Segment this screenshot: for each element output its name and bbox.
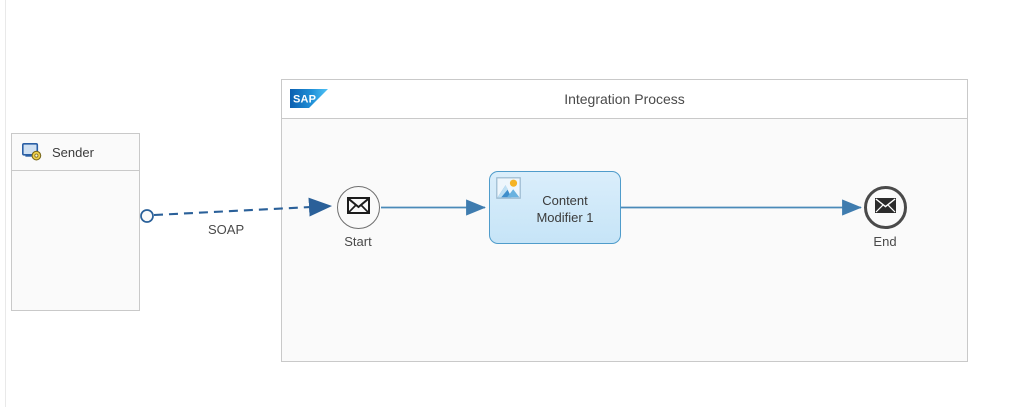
sender-body <box>12 171 139 310</box>
start-event[interactable] <box>337 186 380 229</box>
message-envelope-icon <box>347 196 370 219</box>
start-event-caption: Start <box>344 234 372 249</box>
integration-process-pool[interactable]: SAP Integration Process <box>281 79 968 362</box>
content-modifier-icon <box>496 177 521 199</box>
integration-process-title: Integration Process <box>564 91 685 107</box>
message-envelope-icon <box>875 197 896 218</box>
sender-label: Sender <box>52 144 94 160</box>
end-event-caption: End <box>873 234 897 249</box>
canvas-guide-line <box>5 0 6 407</box>
content-modifier-label: Content Modifier 1 <box>536 193 594 225</box>
sender-system-icon <box>22 143 42 161</box>
integration-process-header: SAP Integration Process <box>282 80 967 119</box>
end-event[interactable] <box>864 186 907 229</box>
sender-participant[interactable]: Sender <box>11 133 140 311</box>
content-modifier-task[interactable]: Content Modifier 1 <box>489 171 621 244</box>
svg-text:SAP: SAP <box>293 94 316 106</box>
sender-header: Sender <box>12 134 139 171</box>
message-flow-label: SOAP <box>208 222 245 237</box>
integration-process-body <box>282 119 967 361</box>
sap-logo: SAP <box>290 89 328 108</box>
